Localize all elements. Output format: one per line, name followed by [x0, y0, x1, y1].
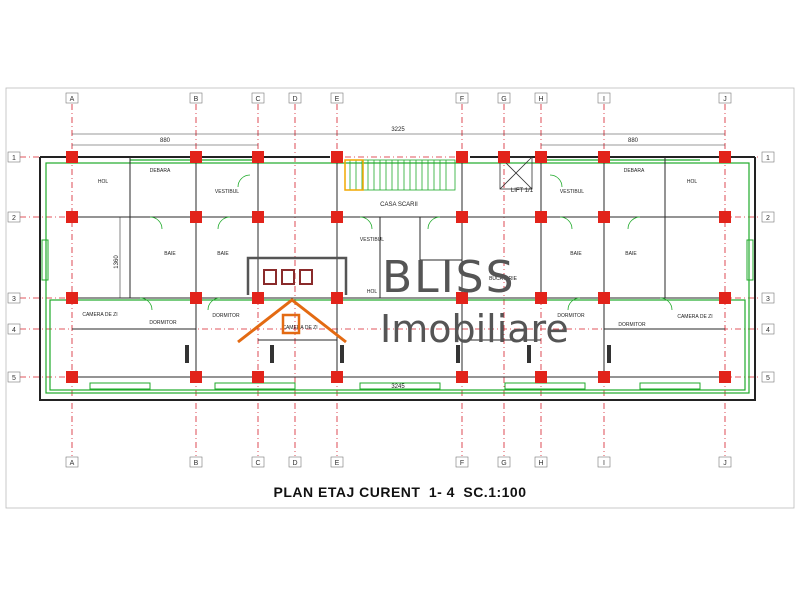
axis-label-2-left: 2 — [12, 215, 16, 222]
axis-label-3-left: 3 — [12, 296, 16, 303]
logo-word-bliss: BLISS — [382, 252, 516, 303]
room-vestibul-center: VESTIBUL — [360, 237, 384, 243]
axis-bubbles-numbers: 1 2 3 4 5 1 2 3 4 5 — [7, 151, 775, 383]
room-camera-right: CAMERA DE ZI — [677, 314, 712, 320]
axis-label-B-top: B — [194, 96, 199, 103]
axis-label-G-bottom: G — [501, 460, 506, 467]
room-dormitor-left-2: DORMITOR — [212, 313, 240, 319]
room-dormitor-left-1: DORMITOR — [149, 320, 177, 326]
axis-label-G-top: G — [501, 96, 506, 103]
axis-label-5-right: 5 — [766, 375, 770, 382]
door-swings — [139, 174, 673, 311]
room-dormitor-right-2: DORMITOR — [618, 322, 646, 328]
axis-label-D-bottom: D — [292, 460, 297, 467]
room-baie-left-1: BAIE — [164, 251, 176, 257]
dimension-top-total: 3225 — [391, 127, 405, 133]
axis-label-A-top: A — [70, 96, 75, 103]
plan-caption: PLAN ETAJ CURENT 1- 4 SC.1:100 — [0, 484, 800, 500]
axis-label-D-top: D — [292, 96, 297, 103]
axis-label-H-top: H — [538, 96, 543, 103]
dimension-bottom-total: 3245 — [391, 384, 405, 390]
staircase — [344, 159, 456, 191]
structural-columns — [66, 151, 731, 383]
axis-label-3-right: 3 — [766, 296, 770, 303]
stair-landing-highlight — [344, 159, 364, 191]
room-lift: LIFT 1/1 — [511, 188, 534, 194]
axis-label-4-left: 4 — [12, 327, 16, 334]
axis-label-H-bottom: H — [538, 460, 543, 467]
room-hol-left: HOL — [98, 179, 109, 185]
room-hol-center: HOL — [367, 289, 378, 295]
logo-word-imobiliare: Imobiliare — [380, 307, 569, 351]
axis-label-A-bottom: A — [70, 460, 75, 467]
dimension-left-side: 1360 — [114, 255, 120, 269]
room-vestibul-left: VESTIBUL — [215, 189, 239, 195]
caption-scale: SC.1:100 — [463, 484, 527, 500]
axis-label-E-bottom: E — [335, 460, 340, 467]
logo-house-icon — [237, 256, 348, 344]
axis-label-1-left: 1 — [12, 155, 16, 162]
room-dormitor-right-1: DORMITOR — [557, 313, 585, 319]
room-camera-left: CAMERA DE ZI — [82, 312, 117, 318]
caption-title: PLAN ETAJ CURENT — [273, 484, 421, 500]
axis-label-E-top: E — [335, 96, 340, 103]
dimension-top-left: 880 — [160, 138, 171, 144]
drawing-frame — [5, 87, 795, 509]
axis-label-C-bottom: C — [255, 460, 260, 467]
axis-bubbles-letters: A B C D E F G H I J A B C D E F G H I — [65, 92, 732, 468]
axis-label-4-right: 4 — [766, 327, 770, 334]
axis-label-C-top: C — [255, 96, 260, 103]
caption-floors: 1- 4 — [428, 484, 455, 500]
axis-label-1-right: 1 — [766, 155, 770, 162]
axis-label-I-top: I — [603, 96, 605, 103]
room-hol-right: HOL — [687, 179, 698, 185]
green-insulation — [45, 159, 750, 394]
room-casa-scarii: CASA SCARII — [380, 202, 418, 208]
room-baie-right-1: BAIE — [570, 251, 582, 257]
facade-windows — [41, 239, 754, 390]
axis-label-5-left: 5 — [12, 375, 16, 382]
dimension-top-right: 880 — [628, 138, 639, 144]
axis-label-F-top: F — [460, 96, 464, 103]
axis-label-J-top: J — [723, 96, 727, 103]
axis-label-J-bottom: J — [723, 460, 727, 467]
axis-label-2-right: 2 — [766, 215, 770, 222]
axis-label-B-bottom: B — [194, 460, 199, 467]
room-bucatarie-center: BUCATARIE — [489, 276, 518, 282]
axis-label-I-bottom: I — [603, 460, 605, 467]
room-debara-right: DEBARA — [624, 168, 645, 174]
room-vestibul-right: VESTIBUL — [560, 189, 584, 195]
radiators — [185, 345, 611, 363]
room-baie-left-2: BAIE — [217, 251, 229, 257]
axis-label-F-bottom: F — [460, 460, 464, 467]
room-debara-left: DEBARA — [150, 168, 171, 174]
interior-partitions — [72, 157, 725, 378]
room-baie-right-2: BAIE — [625, 251, 637, 257]
